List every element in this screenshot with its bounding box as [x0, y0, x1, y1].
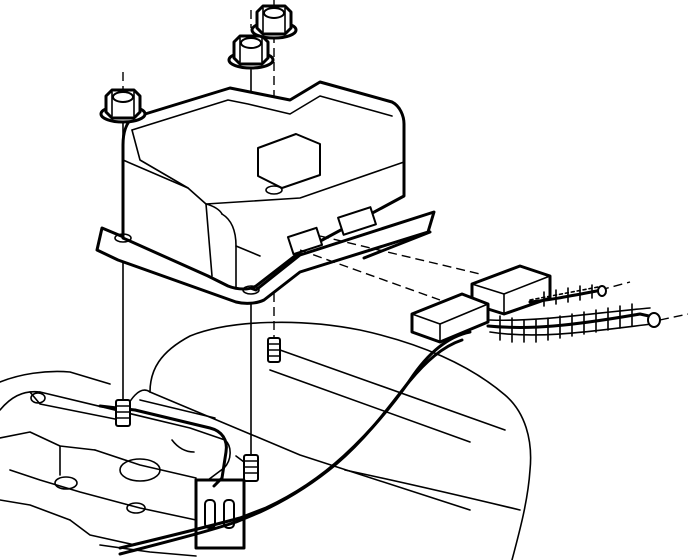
electrical-connector-lower	[410, 292, 490, 344]
stud-left	[115, 399, 131, 427]
wiring-harness	[118, 284, 661, 556]
mounting-nut-rear	[250, 4, 298, 40]
mounting-nut-center	[227, 34, 275, 70]
stud-center	[243, 454, 259, 482]
mounting-nut-left	[99, 88, 147, 124]
floor-panel	[0, 321, 532, 560]
module-housing	[95, 80, 436, 305]
stud-rear	[267, 337, 281, 363]
